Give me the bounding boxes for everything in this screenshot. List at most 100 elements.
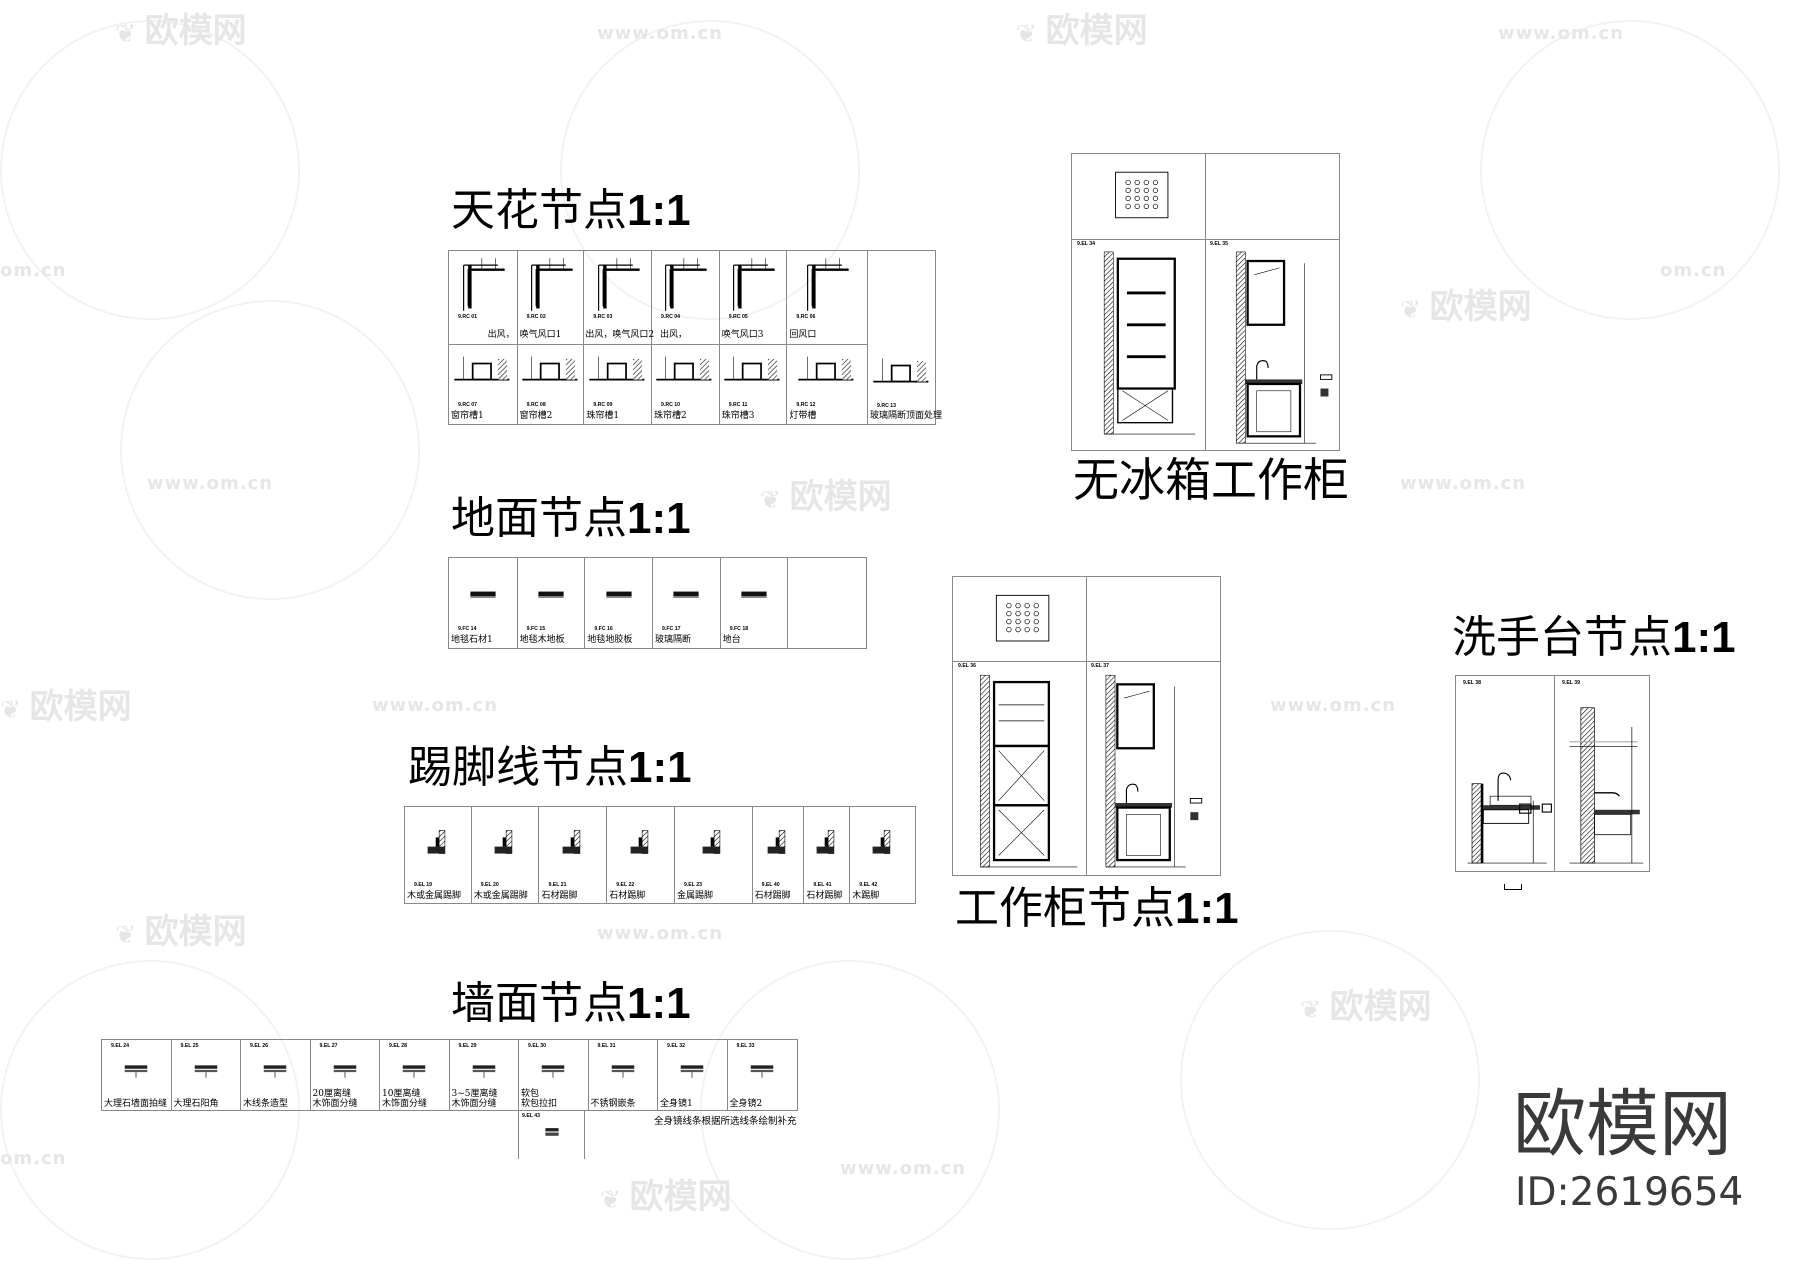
detail-label: 3~5厘离缝 木饰面分缝 — [451, 1089, 498, 1109]
sink-cabinet-elevation — [1105, 674, 1203, 868]
cabinet-drawing — [980, 594, 1203, 868]
detail-code: 9.EL 26 — [250, 1043, 269, 1049]
watermark-sofa-icon: ❦ — [115, 920, 145, 949]
detail-code: 9.EL 39 — [1562, 680, 1581, 686]
detail-drawing — [588, 356, 645, 381]
model-id: ID:2619654 — [1515, 1170, 1744, 1215]
section-title-text: 踢脚线节点 — [408, 742, 628, 793]
detail-code: 9.RC 05 — [728, 314, 748, 320]
detail-drawing — [597, 258, 640, 311]
watermark-url: www.om.cn — [597, 23, 724, 44]
watermark-arc — [120, 300, 420, 600]
detail-drawing — [333, 1065, 356, 1078]
detail-code: 9.FC 16 — [594, 626, 613, 632]
detail-code: 9.EL 23 — [683, 882, 703, 888]
detail-label: 地毯地胶板 — [587, 635, 633, 645]
scale-text: 1:1 — [628, 743, 692, 792]
detail-label: 石材踢脚 — [806, 891, 843, 901]
watermark: ❦ 欧模网 — [1016, 14, 1148, 48]
detail-cell: 9.RC 10 珠帘槽2 — [652, 345, 720, 425]
watermark-arc — [0, 20, 300, 320]
detail-drawing — [542, 1065, 565, 1078]
vent-panel — [1115, 171, 1169, 219]
detail-drawing — [562, 830, 581, 854]
detail-code: 9.EL 36 — [958, 663, 977, 669]
watermark-url: www.om.cn — [597, 923, 724, 944]
detail-drawing — [472, 1065, 495, 1078]
cabinet-frame: 9.EL 36 9.EL 37 — [952, 576, 1221, 876]
scale-text: 1:1 — [627, 494, 691, 543]
detail-label: 灯带槽 — [789, 411, 817, 421]
detail-cell: 9.EL 32 全身镜1 — [658, 1040, 728, 1110]
detail-label: 玻璃隔断 — [655, 635, 692, 645]
detail-label: 地毯石材1 — [451, 635, 493, 645]
detail-cell: 9.EL 25 大理石阳角 — [172, 1040, 241, 1110]
detail-drawing — [264, 1065, 287, 1078]
watermark-url: om.cn — [1660, 260, 1727, 281]
detail-drawing — [751, 1065, 774, 1078]
detail-code: 9.EL 19 — [414, 882, 433, 888]
detail-drawing — [872, 830, 890, 854]
wall-note: 全身镜线条根据所选线条绘制补充 — [654, 1116, 797, 1127]
detail-drawing — [194, 1065, 217, 1078]
detail-drawing — [403, 1065, 426, 1078]
detail-label: 出风， — [487, 330, 515, 340]
detail-code: 9.RC 02 — [526, 314, 546, 320]
watermark-url: www.om.cn — [1270, 695, 1397, 716]
detail-code: 9.EL 32 — [667, 1043, 686, 1049]
detail-drawing — [741, 591, 767, 598]
detail-label: 石材踢脚 — [541, 891, 578, 901]
watermark-text: 欧模网 — [144, 11, 247, 51]
detail-drawing — [521, 356, 577, 381]
detail-drawing — [470, 591, 496, 598]
detail-drawing — [494, 830, 513, 854]
scale-text: 1:1 — [1175, 884, 1239, 933]
watermark-text: 欧模网 — [1429, 287, 1532, 327]
detail-label: 不锈钢嵌条 — [590, 1099, 636, 1109]
watermark-url: om.cn — [0, 1148, 67, 1169]
detail-code: 9.RC 12 — [796, 402, 816, 408]
vent-panel — [995, 594, 1050, 642]
detail-label: 出风， — [660, 330, 688, 340]
cabinet-no-fridge-frame: 9.EL 34 9.EL 35 — [1071, 153, 1340, 451]
detail-drawing — [544, 1128, 559, 1136]
detail-label: 珠帘槽2 — [654, 411, 687, 421]
cabinet-no-fridge-drawing — [1103, 171, 1333, 444]
detail-code: 9.EL 22 — [616, 882, 635, 888]
section-title-text: 洗手台节点 — [1452, 612, 1672, 663]
watermark: ❦ 欧模网 — [1400, 290, 1532, 324]
detail-label: 大理石阳角 — [173, 1099, 219, 1109]
detail-label: 地毯木地板 — [519, 635, 565, 645]
detail-code: 9.EL 33 — [736, 1043, 755, 1049]
detail-code: 9.RC 10 — [661, 402, 681, 408]
detail-code: 9.EL 25 — [180, 1043, 199, 1049]
detail-cell — [788, 558, 866, 648]
detail-code: 9.RC 13 — [877, 403, 897, 409]
watermark-text: 欧模网 — [144, 912, 247, 952]
detail-label: 全身镜1 — [660, 1099, 693, 1109]
detail-drawing — [702, 830, 721, 854]
section-title-text: 地面节点 — [451, 493, 627, 544]
detail-label: 大理石墙面拍缝 — [104, 1099, 168, 1109]
detail-label: 木线条造型 — [243, 1099, 289, 1109]
